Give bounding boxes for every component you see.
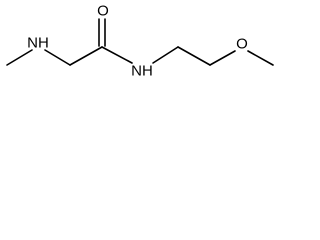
bond-amine-n-ch2 [44, 49, 71, 66]
bond-ch2-ether-o [209, 50, 236, 66]
atom-label-carbonyl-o: O [97, 3, 109, 20]
atom-label-ether-o: O [236, 36, 248, 53]
bond-amide-n-ch2 [152, 46, 179, 64]
bond-methyl-amine-n [6, 49, 33, 66]
bond-carbonyl-c-amide-n [101, 46, 133, 64]
bond-ether-o-methyl [247, 50, 274, 66]
atom-label-amide-n: NH [131, 63, 153, 80]
bond-ch2-ch2 [177, 46, 211, 66]
chemical-structure: NH O NH O [6, 3, 274, 80]
bond-ch2-carbonyl-c [69, 46, 103, 66]
atom-label-amine-n: NH [27, 35, 49, 52]
